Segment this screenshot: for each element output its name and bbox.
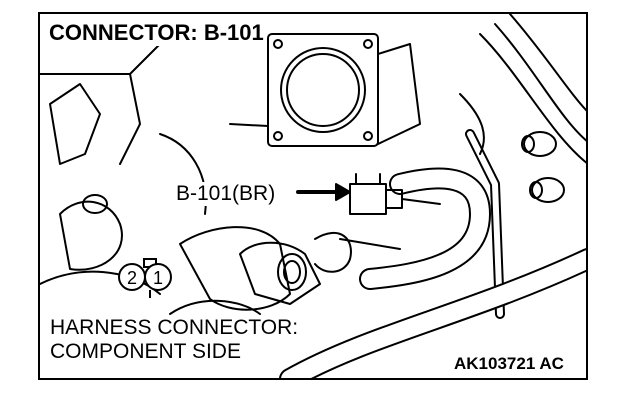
hose-line bbox=[479, 33, 586, 164]
throttle-body bbox=[267, 33, 379, 147]
callout-arrow bbox=[335, 183, 351, 201]
bracket-shape bbox=[49, 83, 101, 165]
connector-callout-label: B-101(BR) bbox=[174, 182, 278, 206]
pin-connector-symbol: 2 1 bbox=[118, 258, 172, 298]
hose-line bbox=[494, 23, 586, 142]
pin-label-2: 2 bbox=[127, 268, 137, 288]
harness-connector-label: HARNESS CONNECTOR: bbox=[50, 316, 299, 339]
pin-label-1: 1 bbox=[153, 268, 163, 288]
hose-line bbox=[509, 14, 586, 112]
connector-b101 bbox=[349, 183, 387, 215]
throttle-bore bbox=[280, 47, 366, 133]
sensor-mount bbox=[239, 241, 321, 305]
bracket-shape bbox=[59, 200, 123, 271]
figure-id: AK103721 AC bbox=[454, 354, 564, 373]
diagram-title: CONNECTOR: B-101 bbox=[46, 20, 267, 46]
component-side-label: COMPONENT SIDE bbox=[50, 340, 241, 363]
diagram-frame: 2 1 CONNECTOR: B-101 B-101(BR) HARNESS C… bbox=[38, 12, 588, 380]
engine-illustration: 2 1 bbox=[40, 14, 586, 378]
